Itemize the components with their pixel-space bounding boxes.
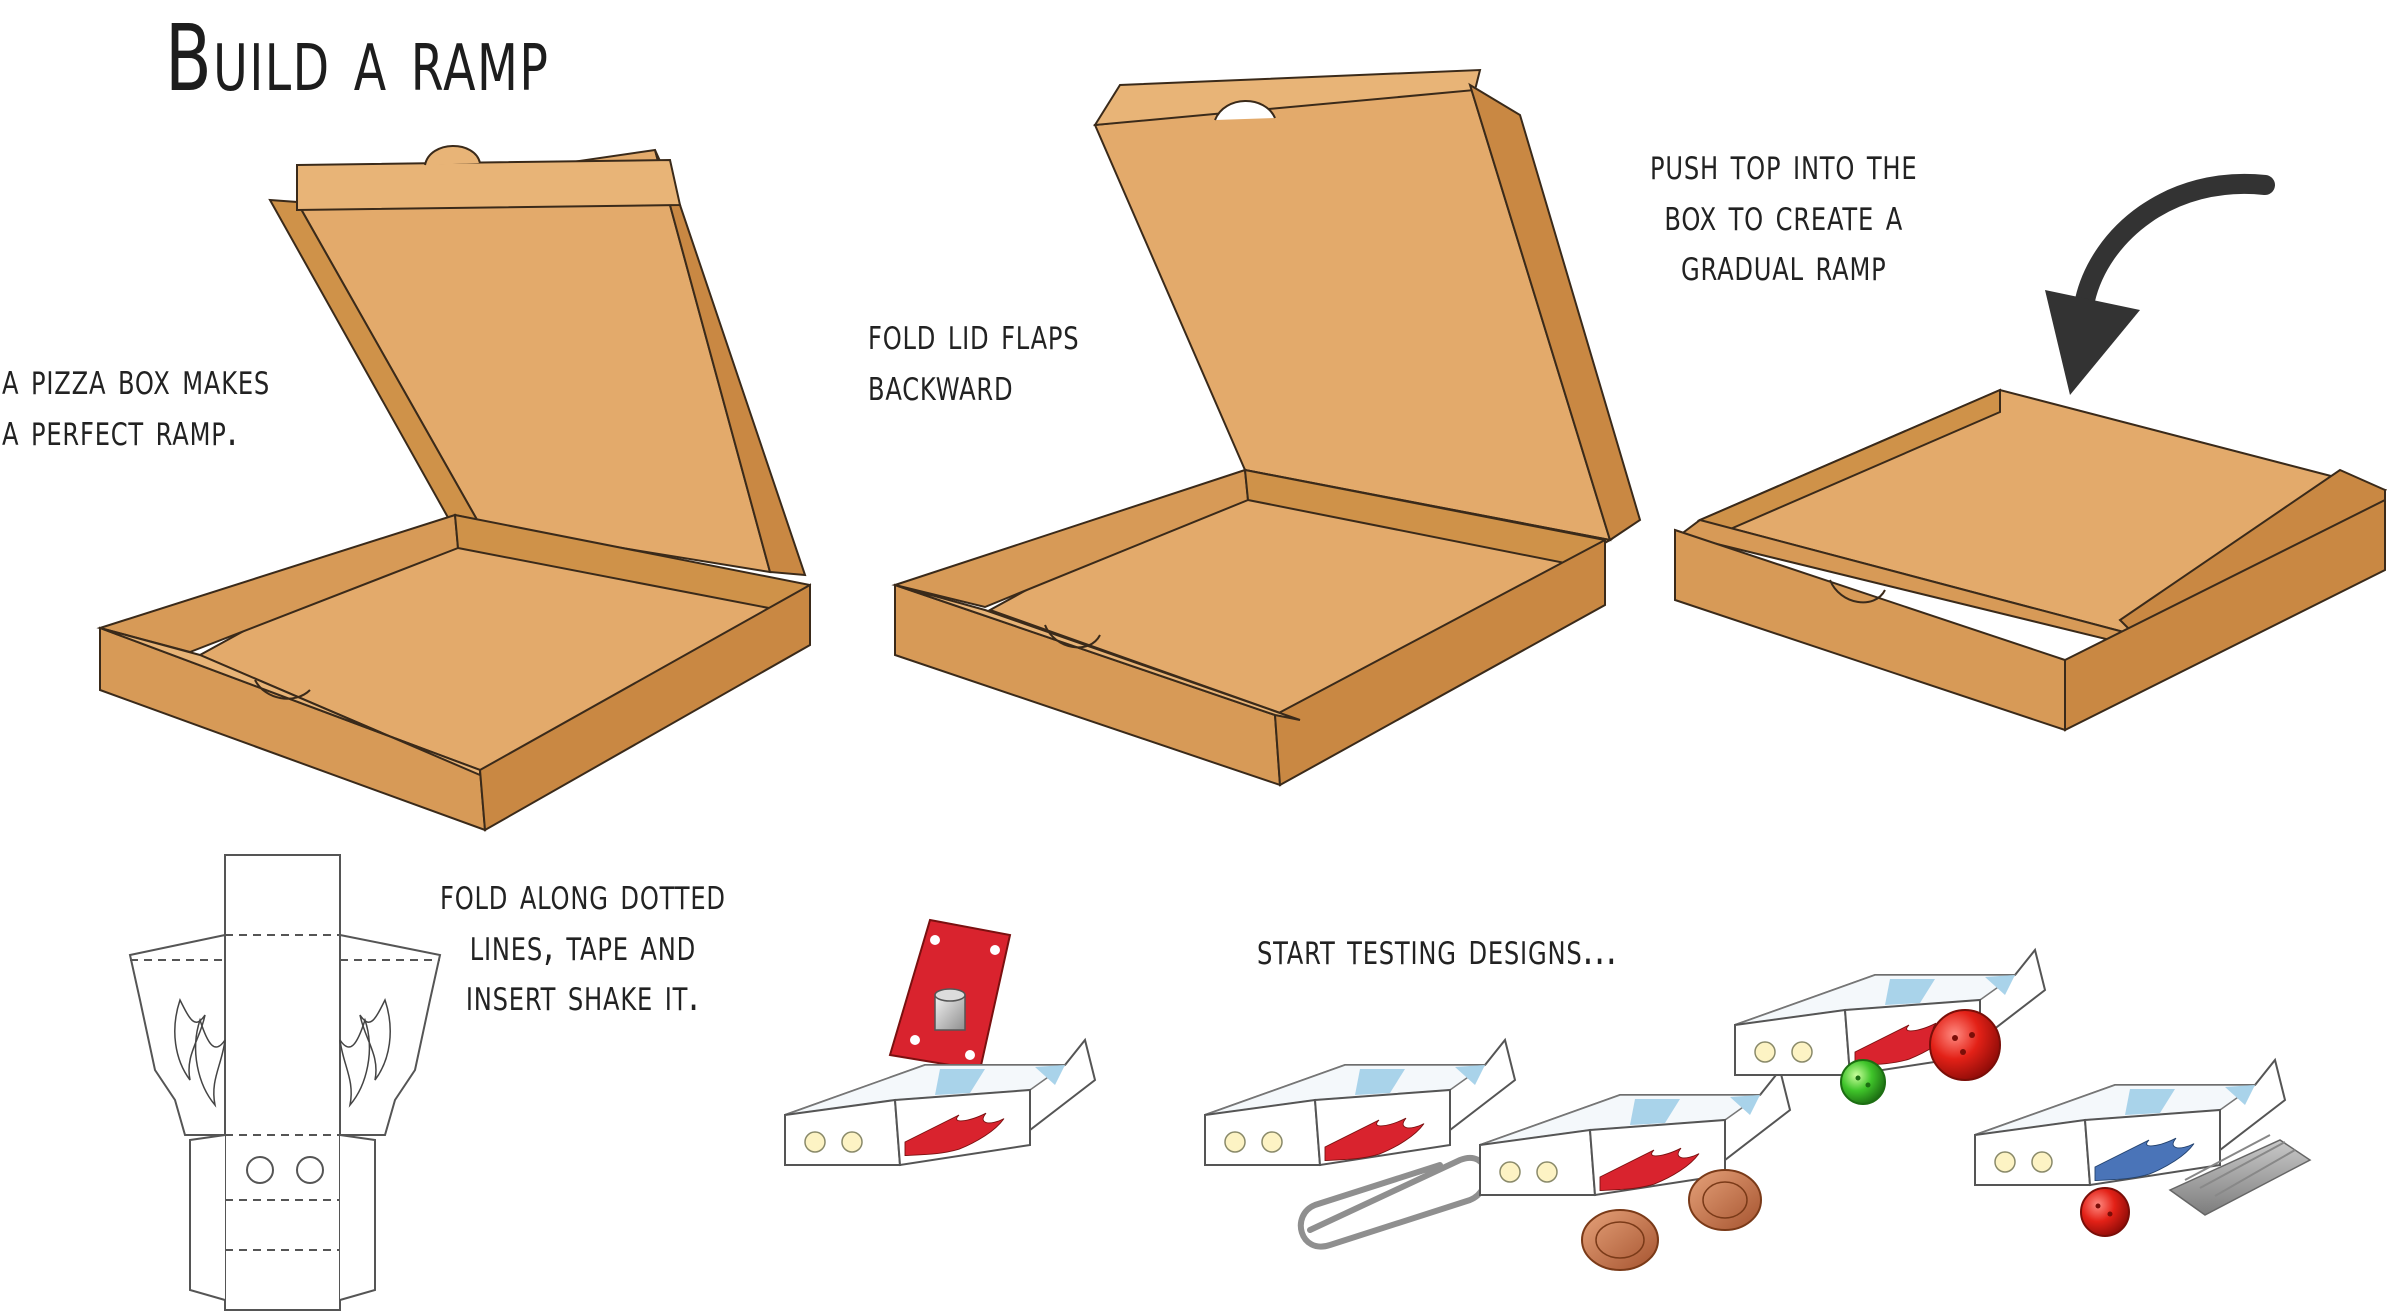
pizza-box-ramp bbox=[1674, 388, 2387, 732]
car-net-template bbox=[128, 854, 442, 1311]
curved-arrow-icon bbox=[2045, 173, 2275, 395]
caption-step-5: Start testing designs... bbox=[1257, 924, 1618, 976]
car-pennies bbox=[1479, 1069, 1791, 1271]
penny-icon bbox=[1581, 1209, 1659, 1271]
car-with-board bbox=[784, 918, 1096, 1166]
caption-line: lines, tape and bbox=[469, 919, 697, 971]
caption-line: Start testing designs... bbox=[1257, 924, 1618, 975]
bead-icon bbox=[2080, 1187, 2130, 1237]
caption-line: insert shake it. bbox=[465, 970, 700, 1022]
page-title: Build a ramp bbox=[165, 5, 550, 112]
pizza-box-open bbox=[96, 145, 812, 832]
caption-line: backward bbox=[868, 359, 1014, 411]
caption-line: Push top into the bbox=[1650, 139, 1918, 190]
caption-step-3: Push top into the box to create a gradua… bbox=[1650, 139, 1918, 292]
bead-icon bbox=[1929, 1009, 2001, 1081]
flame-outline-icon bbox=[174, 998, 391, 1108]
caption-line: A pizza box makes bbox=[2, 354, 271, 405]
caption-line: Fold lid flaps bbox=[868, 309, 1080, 360]
caption-step-4: Fold along dotted lines, tape and insert… bbox=[440, 869, 726, 1022]
car-brush bbox=[1974, 1059, 2312, 1237]
caption-line: Fold along dotted bbox=[440, 869, 726, 920]
paperclip-icon bbox=[1297, 1155, 1489, 1250]
caption-step-1: A pizza box makes a perfect ramp. bbox=[2, 354, 271, 456]
caption-line: gradual ramp bbox=[1680, 240, 1887, 292]
bead-icon bbox=[1840, 1059, 1886, 1105]
shake-it-board-icon bbox=[888, 918, 1012, 1072]
caption-step-2: Fold lid flaps backward bbox=[868, 309, 1080, 411]
pizza-box-flaps-folded bbox=[891, 68, 1642, 787]
penny-icon bbox=[1688, 1169, 1762, 1231]
caption-line: box to create a bbox=[1664, 189, 1904, 241]
caption-line: a perfect ramp. bbox=[2, 404, 239, 456]
brush-icon bbox=[2168, 1134, 2312, 1216]
car-paperclip bbox=[1204, 1039, 1516, 1250]
car-beads bbox=[1734, 949, 2046, 1105]
